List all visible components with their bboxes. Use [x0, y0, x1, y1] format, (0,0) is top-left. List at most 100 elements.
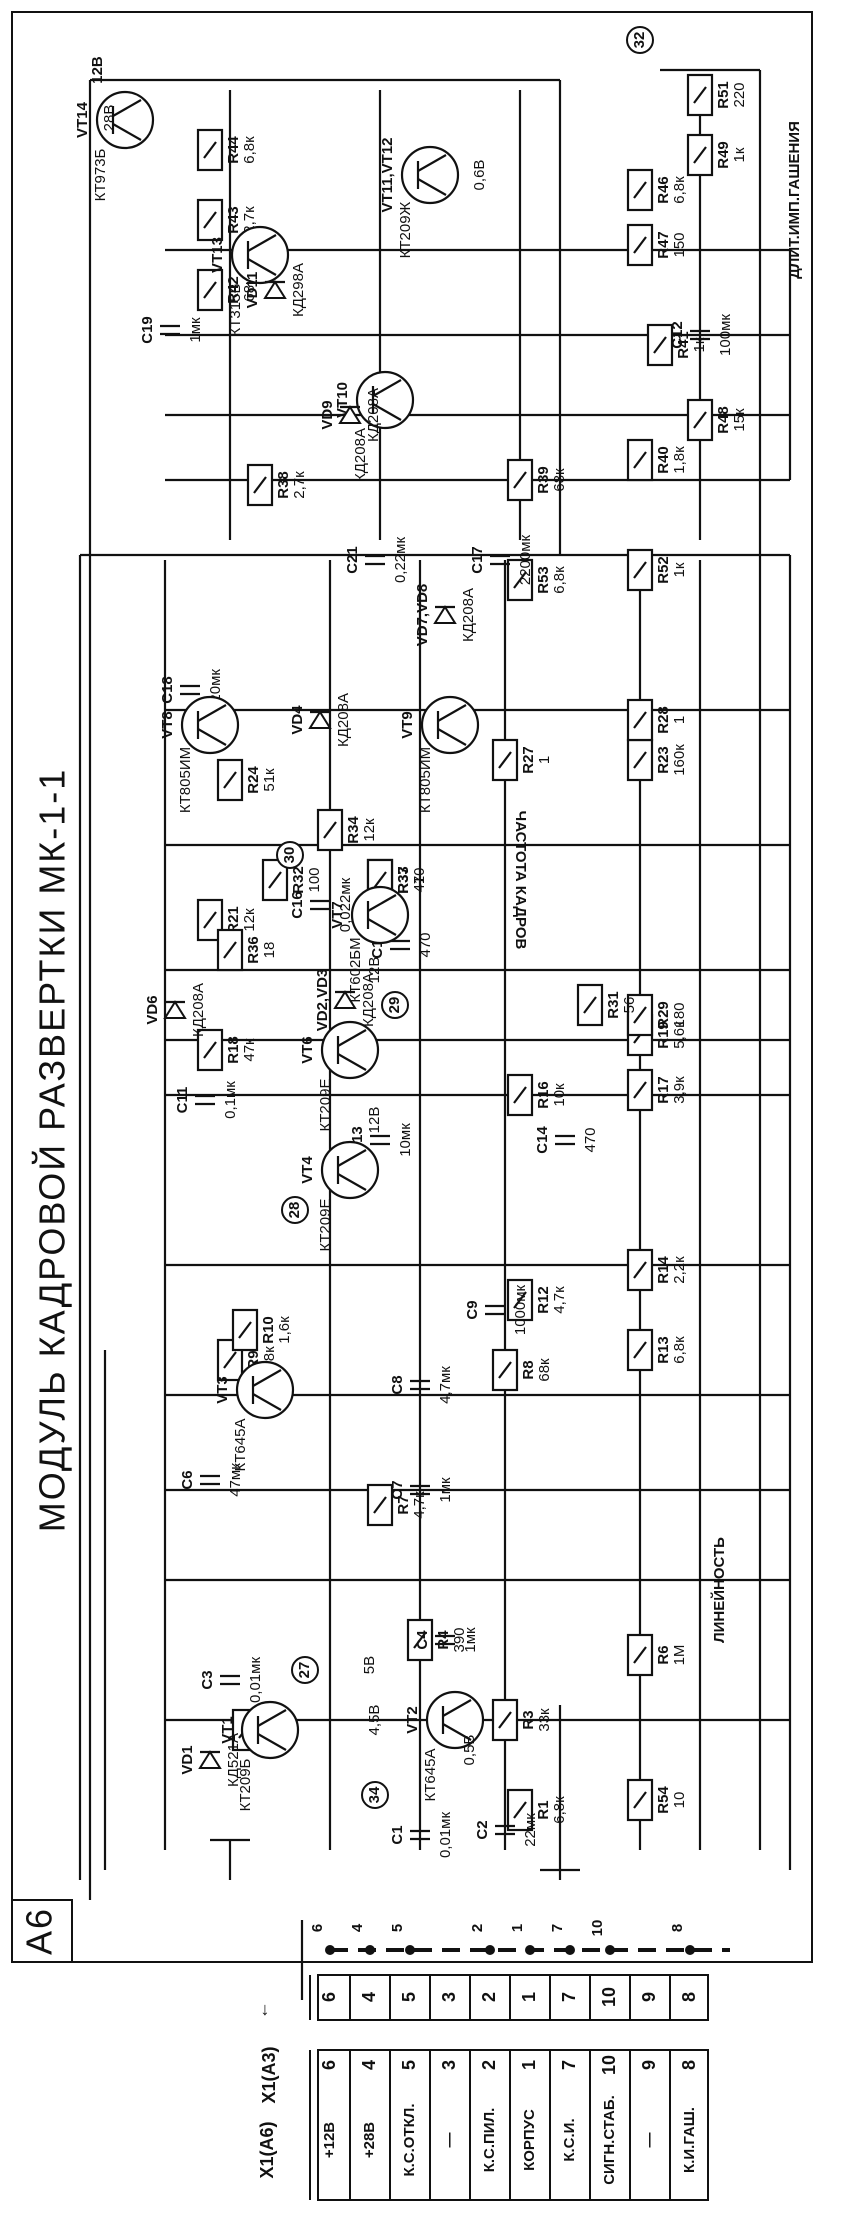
resistor-ref: R48 [715, 406, 732, 434]
resistor-value: 1 [671, 716, 688, 724]
test-point-32: 32 [626, 26, 654, 54]
resistor-ref: R16 [535, 1081, 552, 1109]
resistor-value: 6,8к [671, 1336, 688, 1364]
resistor-value: 12к [241, 908, 258, 932]
pin-a3-6: 6 [319, 1992, 339, 2002]
test-point-label: 30 [281, 847, 298, 864]
transistor-type: КТ209Б [237, 1758, 254, 1811]
module-pin-6: 6 [309, 1924, 326, 1932]
resistor-value: 470 [411, 867, 428, 892]
signal-2: К.С.ОТКЛ. [401, 2103, 418, 2176]
pin-a3-4: 4 [359, 1992, 379, 2002]
voltage-label-4: 12В [366, 957, 383, 984]
signal-0: +12В [321, 2122, 338, 2158]
transistor-type: КТ209Е [317, 1079, 334, 1132]
module-tag-box [11, 1899, 73, 1963]
resistor-ref: R46 [655, 176, 672, 204]
transistor-ref: VT9 [399, 711, 416, 739]
resistor-ref: R52 [655, 556, 672, 584]
resistor-value: 6,8к [671, 176, 688, 204]
transistor-ref: VT10 [334, 382, 351, 418]
transistor-ref: VT11,VT12 [379, 137, 396, 212]
resistor-value: 6,8к [241, 136, 258, 164]
module-pin-dot [685, 1945, 695, 1955]
diode-ref: VD1 [179, 1745, 196, 1774]
capacitor-value: 470 [582, 1127, 599, 1152]
resistor-value: 390 [451, 1627, 468, 1652]
transistor-type: КТ805ИМ [177, 747, 194, 813]
resistor-ref: R53 [535, 566, 552, 594]
transistor-ref: VT14 [74, 101, 91, 138]
capacitor-ref: C17 [469, 546, 486, 574]
capacitor-ref: C16 [289, 891, 306, 919]
capacitor-value: 470 [417, 932, 434, 957]
resistor-value: 1М [671, 1645, 688, 1666]
connector-a3-frame [317, 1974, 709, 2021]
capacitor-value: 0,01мк [247, 1657, 264, 1704]
test-point-34: 34 [361, 1781, 389, 1809]
pin-a3-9: 9 [639, 1992, 659, 2002]
resistor-ref: R28 [655, 706, 672, 734]
signal-1: +28В [361, 2122, 378, 2158]
capacitor-ref: C1 [389, 1825, 406, 1844]
resistor-ref: R43 [225, 206, 242, 234]
linearity-control-label: ЛИНЕЙНОСТЬ [710, 1537, 728, 1643]
module-pin-7: 7 [549, 1924, 566, 1932]
resistor-value: 1,8к [671, 446, 688, 474]
resistor-ref: R37 [395, 866, 412, 894]
resistor-ref: R18 [225, 1036, 242, 1064]
resistor-value: 68к [551, 468, 568, 492]
diode-type: КД208А [460, 588, 477, 642]
diode-type: КД208А [190, 983, 207, 1037]
diode-type: КД208А [365, 388, 382, 442]
test-point-label: 29 [386, 997, 403, 1014]
resistor-value: 51к [261, 768, 278, 792]
transistor-type: КТ805ИМ [417, 747, 434, 813]
resistor-value: 2,7к [291, 471, 308, 499]
resistor-ref: R8 [520, 1360, 537, 1379]
capacitor-value: 0,22мк [392, 537, 409, 584]
transistor-type: КТ645А [422, 1749, 439, 1802]
resistor-ref: R36 [245, 936, 262, 964]
diode-ref: VD11 [244, 272, 261, 309]
resistor-layer: R16,8кR233кR333кR4390R61МR74,7кR868кR91,… [196, 73, 748, 1832]
blanking-control-label: ДЛИТ.ИМП.ГАШЕНИЯ [786, 121, 803, 279]
resistor-ref: R14 [655, 1256, 672, 1284]
pin-a6-2: 2 [479, 2060, 499, 2070]
resistor-value: 6,8к [551, 1796, 568, 1824]
signal-6: К.С.И. [561, 2118, 578, 2161]
pin-a3-1: 1 [519, 1992, 539, 2002]
transistor-type: КТ645А [232, 1419, 249, 1472]
resistor-ref: R6 [655, 1645, 672, 1664]
module-pin-dot [325, 1945, 335, 1955]
capacitor-ref: C3 [199, 1670, 216, 1689]
resistor-ref: R7 [395, 1495, 412, 1514]
capacitor-value: 0,01мк [437, 1812, 454, 1859]
